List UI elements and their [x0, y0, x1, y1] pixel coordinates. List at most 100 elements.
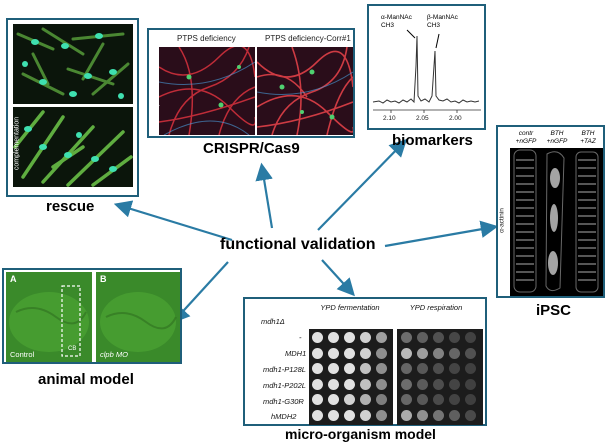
yeast-spot [376, 347, 387, 359]
fermentation-plate [309, 329, 393, 425]
yeast-spot [376, 332, 387, 343]
yeast-spot [344, 378, 355, 390]
animal-region-label: CB [68, 346, 77, 352]
nmr-spectrum [372, 29, 481, 113]
yeast-spot [376, 363, 387, 374]
yeast-spot [328, 409, 339, 421]
micro-row-1: - [299, 333, 302, 342]
arrow-to-animal [172, 261, 229, 324]
yeast-spot [344, 347, 355, 359]
yeast-spot [433, 363, 444, 374]
biomarkers-caption: biomarkers [392, 132, 473, 149]
yeast-spot [465, 363, 476, 374]
yeast-spot [433, 332, 444, 343]
yeast-spot [376, 378, 387, 390]
yeast-spot [433, 409, 444, 421]
micro-col-header-2: YPD respiration [409, 303, 463, 312]
animal-panel-a-letter: A [10, 274, 17, 284]
ipsc-side-label: α-actinin [498, 208, 506, 233]
yeast-spot [401, 409, 412, 421]
axis-tick-2: 2.05 [416, 115, 429, 122]
yeast-spot [328, 332, 339, 343]
micro-panel: mdh1Δ YPD fermentation YPD respiration -… [243, 297, 487, 426]
peak-label-beta: β-ManNAc CH3 [427, 14, 458, 29]
yeast-spot [360, 409, 371, 421]
animal-image-a [6, 272, 92, 362]
yeast-spot [312, 409, 323, 421]
yeast-spot [449, 394, 460, 405]
yeast-spot [401, 363, 412, 374]
yeast-spot [344, 409, 355, 421]
ipsc-col-1: contr +nGFP [515, 130, 537, 145]
axis-tick-3: 2.00 [449, 115, 462, 122]
yeast-spot [465, 394, 476, 405]
arrow-to-crispr [255, 162, 274, 229]
yeast-spot [417, 378, 428, 390]
yeast-spot [401, 394, 412, 405]
arrow-to-rescue [113, 200, 233, 242]
animal-caption: animal model [38, 371, 134, 388]
yeast-spot [449, 332, 460, 343]
micro-row-5: mdh1-G30R [263, 397, 304, 406]
biomarkers-panel: α-ManNAc CH3 β-ManNAc CH3 2.10 2.05 2.00 [367, 4, 486, 130]
yeast-spot [401, 332, 412, 343]
micro-strain-header: mdh1Δ [261, 317, 285, 326]
peak-label-alpha: α-ManNAc CH3 [381, 14, 412, 29]
crispr-image-left [159, 47, 255, 135]
micro-row-4: mdh1-P202L [263, 381, 306, 390]
ipsc-caption: iPSC [536, 302, 572, 319]
ipsc-image [510, 148, 603, 296]
yeast-spot [433, 378, 444, 390]
yeast-spot [417, 347, 428, 359]
yeast-spot [360, 363, 371, 374]
yeast-spot [344, 363, 355, 374]
yeast-spot [465, 332, 476, 343]
axis-tick-1: 2.10 [383, 115, 396, 122]
crispr-caption: CRISPR/Cas9 [203, 140, 300, 157]
ipsc-col-2: BTH +nGFP [546, 130, 568, 145]
yeast-spot [360, 347, 371, 359]
yeast-spot [376, 409, 387, 421]
yeast-spot [376, 394, 387, 405]
micro-col-header-1: YPD fermentation [320, 303, 380, 312]
yeast-spot [465, 347, 476, 359]
animal-morphant-label: clpb MO [100, 350, 128, 359]
yeast-spot [401, 347, 412, 359]
rescue-image-top [13, 24, 133, 104]
rescue-caption: rescue [46, 198, 95, 215]
yeast-spot [360, 394, 371, 405]
yeast-spot [401, 378, 412, 390]
yeast-spot [417, 332, 428, 343]
respiration-plate [397, 329, 483, 425]
yeast-spot [312, 332, 323, 343]
yeast-spot [360, 378, 371, 390]
yeast-spot [449, 363, 460, 374]
yeast-spot [449, 378, 460, 390]
center-label: functional validation [220, 236, 376, 253]
yeast-spot [465, 409, 476, 421]
yeast-spot [449, 409, 460, 421]
crispr-side-label: TH/βIII-tubulin/DAPI [154, 62, 160, 116]
crispr-right-title: PTPS deficiency-Corr#1 [265, 34, 351, 43]
rescue-panel: complementation [6, 18, 139, 197]
yeast-spot [433, 347, 444, 359]
rescue-image-bottom [13, 107, 133, 187]
rescue-side-label: complementation [13, 116, 21, 171]
cells-image-top [13, 24, 133, 104]
yeast-spot [417, 409, 428, 421]
micro-row-2: MDH1 [285, 349, 307, 358]
yeast-spot [417, 363, 428, 374]
micro-row-6: hMDH2 [271, 412, 297, 421]
yeast-spot [465, 378, 476, 390]
ipsc-col-3: BTH +TAZ [580, 130, 596, 145]
micro-caption: micro-organism model [285, 426, 436, 442]
yeast-spot [433, 394, 444, 405]
crispr-image-right [257, 47, 353, 135]
arrow-to-ipsc [384, 220, 499, 248]
yeast-spot [344, 394, 355, 405]
animal-image-b [96, 272, 180, 362]
yeast-spot [312, 363, 323, 374]
animal-panel-b-letter: B [100, 274, 107, 284]
yeast-spot [328, 347, 339, 359]
